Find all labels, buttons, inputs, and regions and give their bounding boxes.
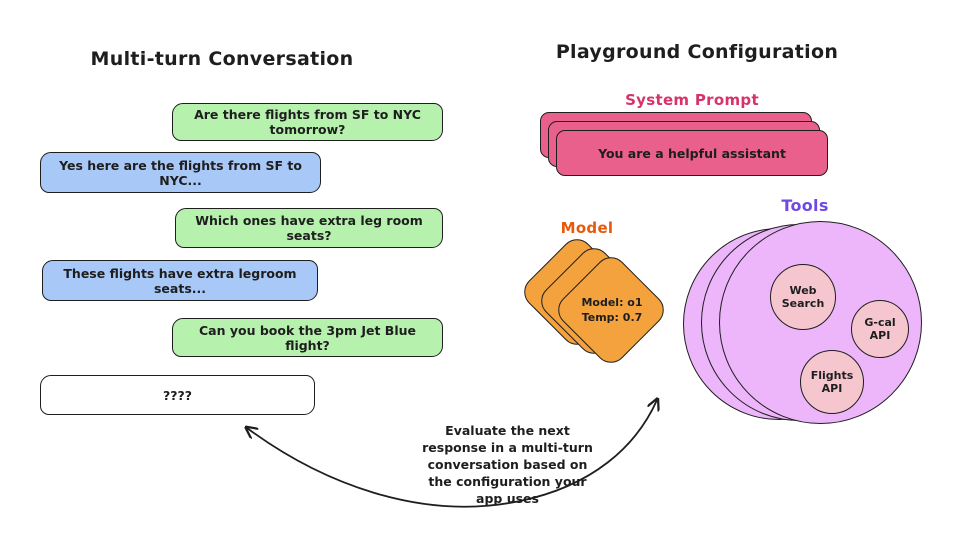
system-prompt-label: System Prompt: [625, 91, 759, 109]
tool-flights-api: Flights API: [800, 350, 864, 414]
right-column-title: Playground Configuration: [555, 41, 839, 63]
chat-bubble-assistant-2: These flights have extra legroom seats..…: [42, 260, 318, 301]
model-name: Model: o1: [581, 296, 643, 309]
chat-bubble-pending: ????: [40, 375, 315, 415]
chat-bubble-user-3: Can you book the 3pm Jet Blue flight?: [172, 318, 443, 357]
annotation-text: Evaluate the next response in a multi-tu…: [422, 423, 593, 506]
model-label: Model: [560, 219, 614, 237]
tool-gcal-api: G-cal API: [851, 300, 909, 358]
system-prompt-card-front: You are a helpful assistant: [556, 130, 828, 176]
chat-bubble-assistant-1: Yes here are the flights from SF to NYC.…: [40, 152, 321, 193]
model-card-text: Model: o1 Temp: 0.7: [560, 295, 664, 325]
tools-label: Tools: [781, 196, 829, 215]
model-temperature: Temp: 0.7: [581, 311, 643, 324]
chat-bubble-user-1: Are there flights from SF to NYC tomorro…: [172, 103, 443, 141]
chat-bubble-user-2: Which ones have extra leg room seats?: [175, 208, 443, 248]
tool-web-search: Web Search: [770, 264, 836, 330]
left-column-title: Multi-turn Conversation: [90, 48, 354, 70]
